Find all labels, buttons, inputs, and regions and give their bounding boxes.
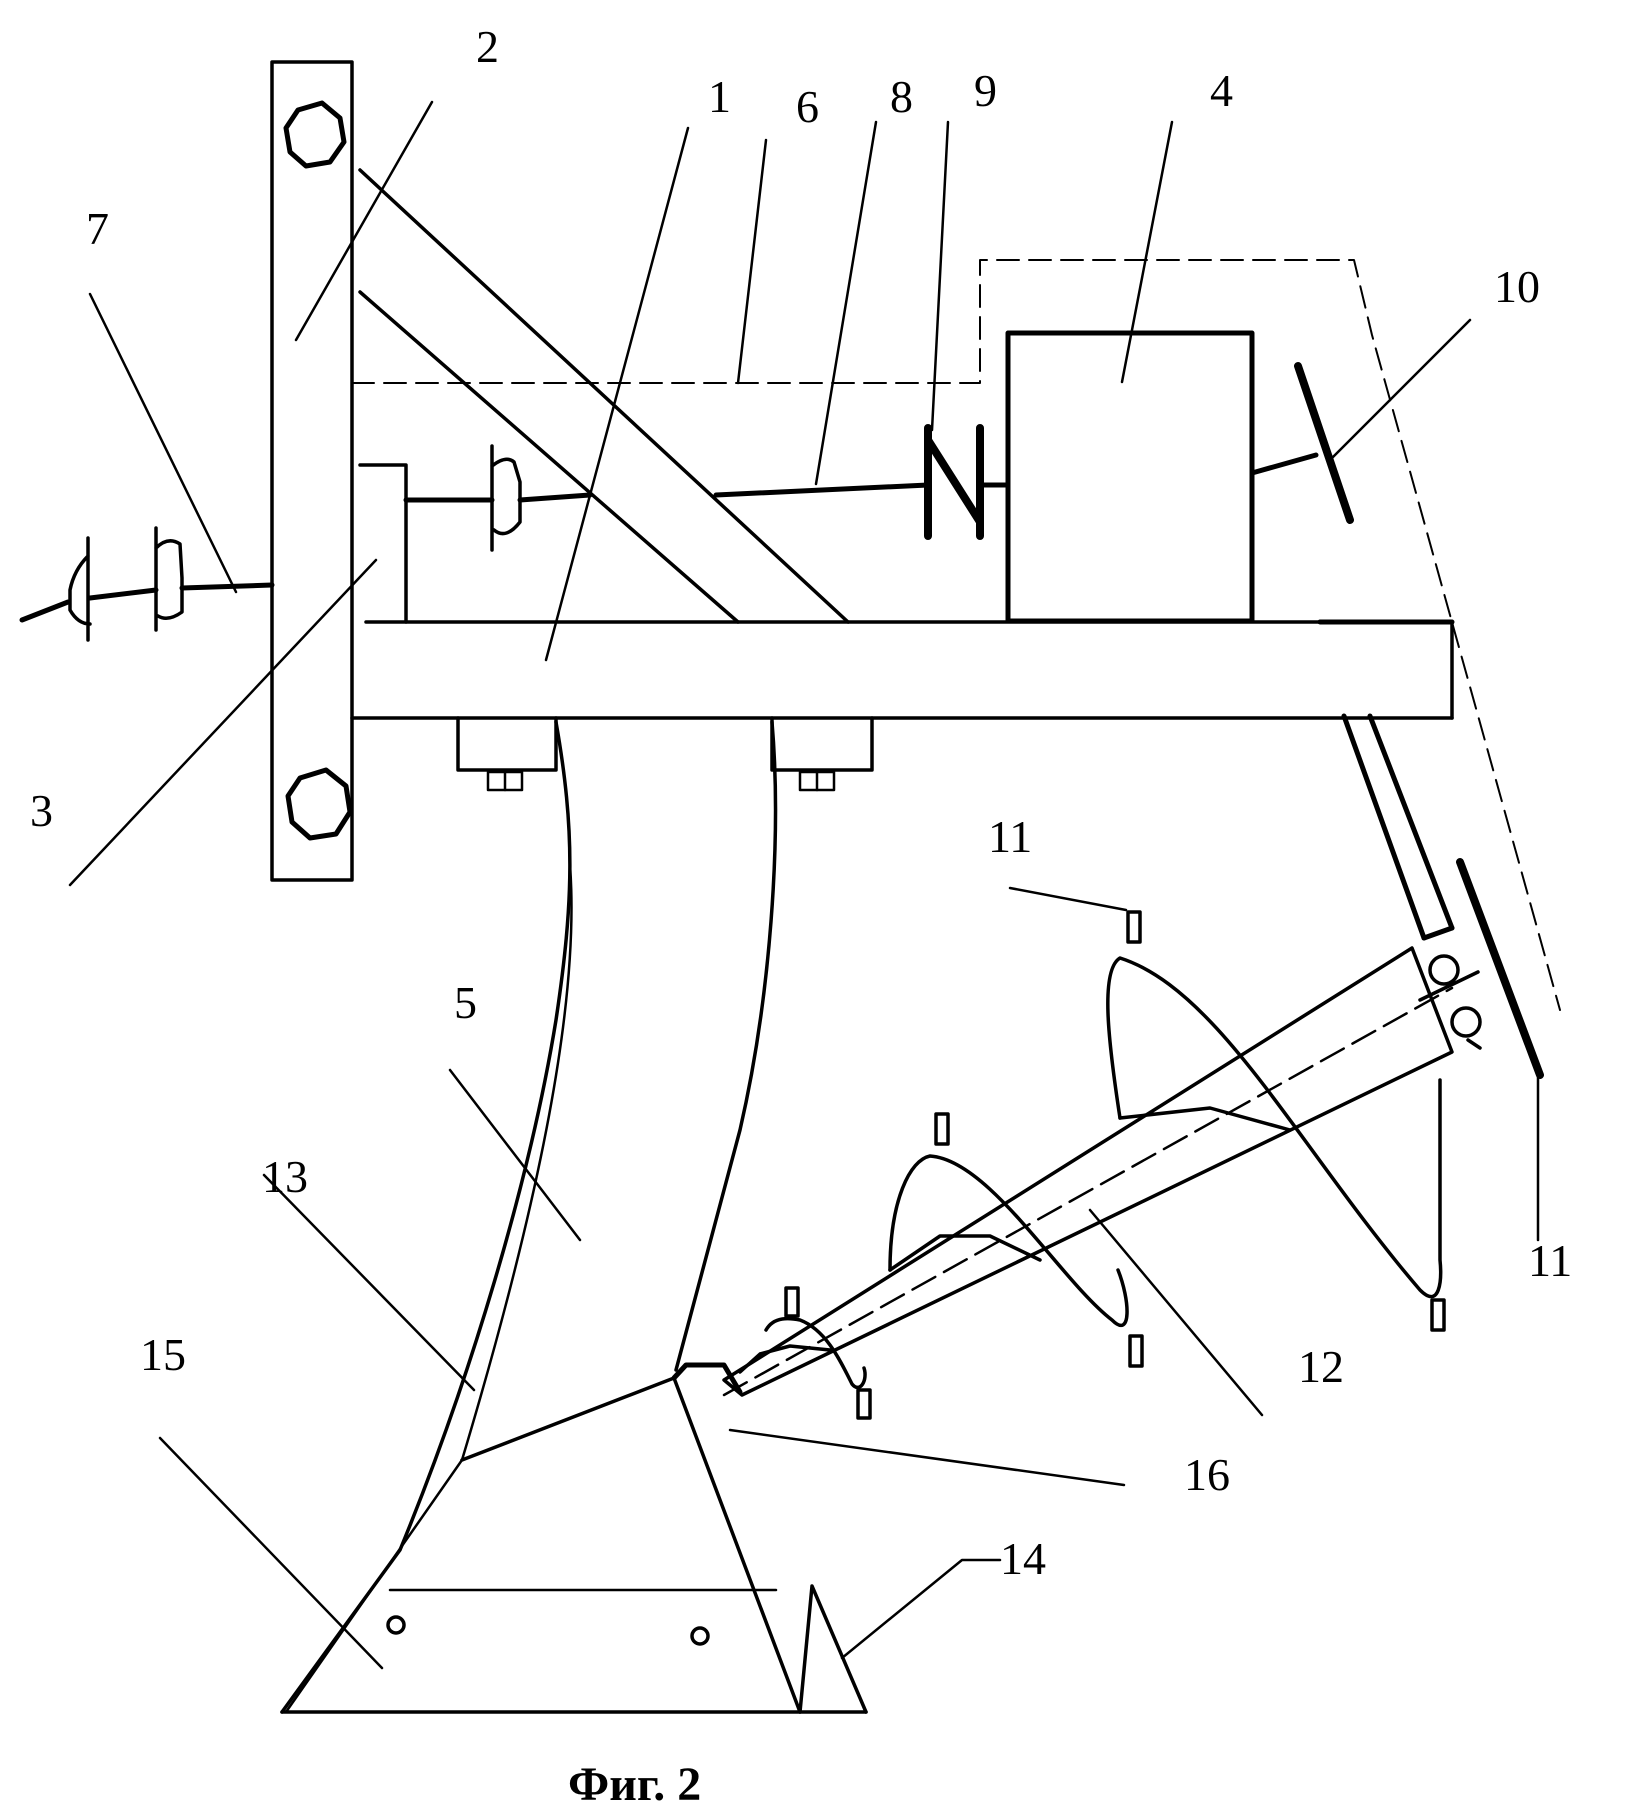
label-11-top: 11 <box>988 811 1032 862</box>
plow-stand-5 <box>280 720 868 1714</box>
label-5: 5 <box>454 977 477 1028</box>
insulator-left-1 <box>68 536 92 642</box>
insulator-left-2 <box>154 526 184 632</box>
label-12: 12 <box>1298 1341 1344 1392</box>
top-bolt-hole <box>283 100 347 169</box>
label-10: 10 <box>1494 261 1540 312</box>
tip-11 <box>1430 1298 1446 1332</box>
label-4: 4 <box>1210 65 1233 116</box>
label-11-right: 11 <box>1528 1235 1572 1286</box>
tip-11 <box>1128 1334 1144 1368</box>
reference-labels: 2 1 6 8 9 4 7 10 3 11 5 11 13 12 15 16 1… <box>30 21 1572 1584</box>
power-box-4 <box>1005 330 1255 624</box>
label-8: 8 <box>890 71 913 122</box>
auger-flight-medium <box>888 1112 1144 1368</box>
auger-shaft-12 <box>722 713 1482 1397</box>
figure-caption: Фиг. 2 <box>568 1758 701 1811</box>
main-beam <box>350 619 1455 720</box>
mounting-plate <box>270 60 354 882</box>
label-14: 14 <box>1000 1533 1046 1584</box>
dashed-wire-6 <box>351 259 1561 1011</box>
bottom-bolt-hole <box>285 767 353 841</box>
fin-14 <box>798 1584 868 1714</box>
tip-11 <box>784 1286 800 1318</box>
label-9: 9 <box>974 65 997 116</box>
beam-clamps <box>456 716 874 792</box>
label-13: 13 <box>262 1151 308 1202</box>
diagonal-braces <box>358 168 850 624</box>
wire-8 <box>403 444 1011 552</box>
tip-11 <box>1126 910 1142 944</box>
tip-11 <box>856 1388 872 1420</box>
switch-9 <box>924 424 984 540</box>
label-6: 6 <box>796 81 819 132</box>
label-15: 15 <box>140 1329 186 1380</box>
cable-7 <box>19 526 275 642</box>
auger-flight-small <box>738 1286 872 1420</box>
insulator-on-bracket <box>490 444 522 552</box>
label-7: 7 <box>86 203 109 254</box>
leader-lines <box>68 100 1540 1670</box>
auger-flight-large <box>1106 910 1446 1332</box>
label-16: 16 <box>1184 1449 1230 1500</box>
tip-11 <box>934 1112 950 1146</box>
label-2: 2 <box>476 21 499 72</box>
label-3: 3 <box>30 785 53 836</box>
label-1: 1 <box>708 71 731 122</box>
mount-10 <box>1249 362 1544 1079</box>
bracket-3 <box>358 463 408 624</box>
